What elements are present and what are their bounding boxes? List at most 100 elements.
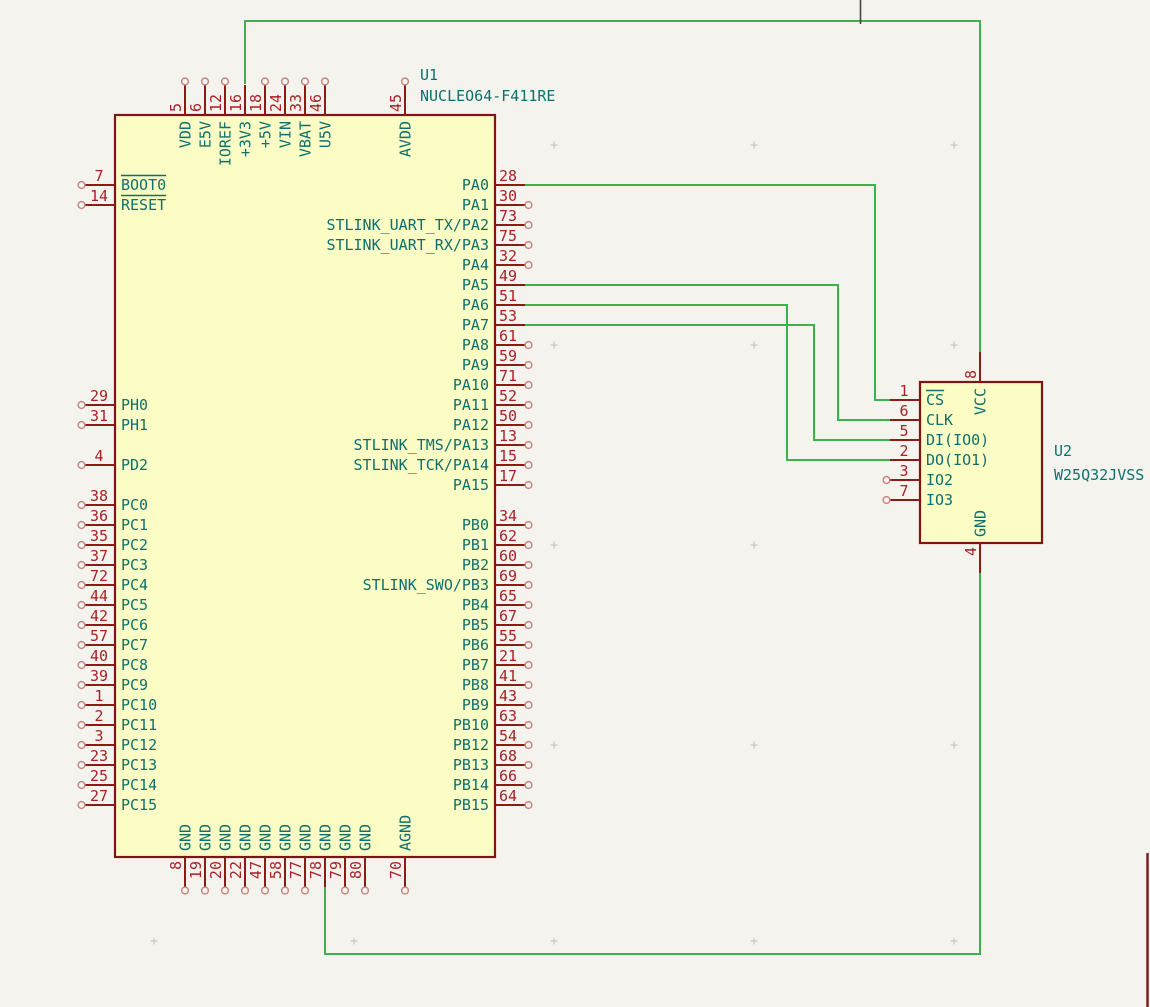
pin-number[interactable]: 27	[90, 787, 108, 805]
pin-number[interactable]: 68	[499, 747, 517, 765]
pin-name[interactable]: +3V3	[237, 121, 255, 157]
pin-name[interactable]: IOREF	[217, 121, 235, 166]
pin-number[interactable]: 8	[167, 861, 185, 870]
pin-number[interactable]: 6	[899, 402, 908, 420]
pin-number[interactable]: 52	[499, 387, 517, 405]
pin-number[interactable]: 4	[94, 447, 103, 465]
pin-name[interactable]: STLINK_SWO/PB3	[363, 576, 489, 594]
pin-name[interactable]: PC15	[121, 796, 157, 814]
pin-number[interactable]: 15	[499, 447, 517, 465]
pin-name[interactable]: PC9	[121, 676, 148, 694]
pin-number[interactable]: 79	[327, 861, 345, 879]
pin-number[interactable]: 24	[267, 94, 285, 112]
pin-number[interactable]: 19	[187, 861, 205, 879]
pin-name[interactable]: PC7	[121, 636, 148, 654]
pin-name[interactable]: PC12	[121, 736, 157, 754]
pin-number[interactable]: 40	[90, 647, 108, 665]
pin-name[interactable]: PB6	[462, 636, 489, 654]
pin-number[interactable]: 5	[899, 422, 908, 440]
pin-name[interactable]: STLINK_TMS/PA13	[354, 436, 489, 454]
pin-name[interactable]: STLINK_UART_TX/PA2	[326, 216, 489, 234]
pin-name[interactable]: PA4	[462, 256, 489, 274]
pin-name[interactable]: PA6	[462, 296, 489, 314]
pin-number[interactable]: 80	[347, 861, 365, 879]
pin-number[interactable]: 20	[207, 861, 225, 879]
pin-name[interactable]: PB4	[462, 596, 489, 614]
pin-number[interactable]: 37	[90, 547, 108, 565]
pin-name[interactable]: PB9	[462, 696, 489, 714]
pin-name[interactable]: PA12	[453, 416, 489, 434]
pin-name[interactable]: PC13	[121, 756, 157, 774]
pin-number[interactable]: 62	[499, 527, 517, 545]
pin-number[interactable]: 54	[499, 727, 517, 745]
pin-name[interactable]: VCC	[972, 388, 990, 415]
wire[interactable]	[525, 305, 890, 460]
pin-name[interactable]: PH1	[121, 416, 148, 434]
pin-name[interactable]: GND	[277, 824, 295, 851]
pin-number[interactable]: 64	[499, 787, 517, 805]
pin-number[interactable]: 7	[899, 482, 908, 500]
pin-number[interactable]: 57	[90, 627, 108, 645]
pin-name[interactable]: PA11	[453, 396, 489, 414]
pin-number[interactable]: 60	[499, 547, 517, 565]
pin-number[interactable]: 5	[167, 103, 185, 112]
pin-number[interactable]: 22	[227, 861, 245, 879]
pin-name[interactable]: PC3	[121, 556, 148, 574]
pin-number[interactable]: 29	[90, 387, 108, 405]
pin-name[interactable]: PC10	[121, 696, 157, 714]
pin-number[interactable]: 21	[499, 647, 517, 665]
pin-name[interactable]: PC0	[121, 496, 148, 514]
pin-number[interactable]: 18	[247, 94, 265, 112]
pin-name[interactable]: PC6	[121, 616, 148, 634]
pin-name[interactable]: +5V	[257, 121, 275, 148]
pin-number[interactable]: 63	[499, 707, 517, 725]
pin-name[interactable]: PA10	[453, 376, 489, 394]
pin-number[interactable]: 13	[499, 427, 517, 445]
pin-number[interactable]: 32	[499, 247, 517, 265]
pin-name[interactable]: GND	[317, 824, 335, 851]
pin-number[interactable]: 39	[90, 667, 108, 685]
component-reference[interactable]: U2	[1054, 442, 1072, 460]
pin-number[interactable]: 58	[267, 861, 285, 879]
pin-name[interactable]: PC11	[121, 716, 157, 734]
pin-name[interactable]: CS	[926, 391, 944, 409]
pin-number[interactable]: 30	[499, 187, 517, 205]
pin-number[interactable]: 55	[499, 627, 517, 645]
pin-name[interactable]: PC2	[121, 536, 148, 554]
pin-number[interactable]: 31	[90, 407, 108, 425]
pin-name[interactable]: PA8	[462, 336, 489, 354]
pin-name[interactable]: PB12	[453, 736, 489, 754]
component-value[interactable]: W25Q32JVSS	[1054, 466, 1144, 484]
pin-name[interactable]: GND	[337, 824, 355, 851]
pin-name[interactable]: PB15	[453, 796, 489, 814]
pin-name[interactable]: PA5	[462, 276, 489, 294]
pin-name[interactable]: PB0	[462, 516, 489, 534]
pin-number[interactable]: 53	[499, 307, 517, 325]
wire[interactable]	[525, 185, 890, 400]
pin-name[interactable]: IO3	[926, 491, 953, 509]
pin-name[interactable]: PB10	[453, 716, 489, 734]
pin-name[interactable]: PC1	[121, 516, 148, 534]
pin-name[interactable]: PA7	[462, 316, 489, 334]
pin-name[interactable]: PC14	[121, 776, 157, 794]
pin-number[interactable]: 70	[387, 861, 405, 879]
pin-number[interactable]: 66	[499, 767, 517, 785]
pin-number[interactable]: 50	[499, 407, 517, 425]
pin-name[interactable]: PB14	[453, 776, 489, 794]
pin-number[interactable]: 3	[899, 462, 908, 480]
pin-number[interactable]: 16	[227, 94, 245, 112]
pin-number[interactable]: 1	[899, 382, 908, 400]
pin-name[interactable]: VBAT	[297, 121, 315, 157]
pin-number[interactable]: 41	[499, 667, 517, 685]
pin-number[interactable]: 47	[247, 861, 265, 879]
pin-number[interactable]: 59	[499, 347, 517, 365]
pin-name[interactable]: PB8	[462, 676, 489, 694]
wire[interactable]	[525, 325, 890, 440]
pin-number[interactable]: 38	[90, 487, 108, 505]
pin-name[interactable]: GND	[972, 510, 990, 537]
pin-number[interactable]: 6	[187, 103, 205, 112]
pin-number[interactable]: 78	[307, 861, 325, 879]
pin-name[interactable]: GND	[297, 824, 315, 851]
pin-name[interactable]: U5V	[317, 121, 335, 148]
